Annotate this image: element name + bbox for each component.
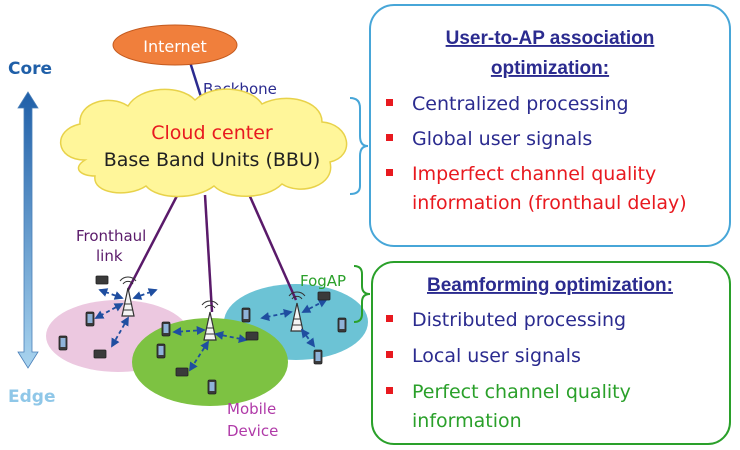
mobile-device-label-line2: Device	[227, 422, 278, 440]
internet-node: Internet	[112, 24, 238, 66]
panel-bottom-bullet-0-line-0: Distributed processing	[412, 309, 626, 331]
panel-top-bullet-marker-1	[386, 134, 393, 141]
panel-bottom-bullet-marker-2	[386, 387, 393, 394]
panel-beamforming: Beamforming optimization: Distributed pr…	[371, 261, 731, 445]
fronthaul-links	[126, 189, 298, 313]
panel-bottom-bullet-1-line-0: Local user signals	[412, 345, 581, 367]
panel-top-bullet-0-line-0: Centralized processing	[412, 93, 629, 115]
brace-top	[349, 97, 369, 195]
internet-label: Internet	[143, 37, 207, 56]
panel-bottom-bullet-marker-1	[386, 351, 393, 358]
mobile-device-label-line1: Mobile	[227, 400, 276, 418]
panel-top-title-line1: User-to-AP association	[446, 28, 655, 49]
panel-top-bullet-marker-2	[386, 169, 393, 176]
fronthaul-label-line2: link	[96, 247, 123, 265]
fogap-tower-2	[201, 300, 219, 341]
panel-top-bullet-1-line-0: Global user signals	[412, 128, 592, 150]
fogap-tower-3	[288, 291, 306, 332]
core-label: Core	[8, 59, 52, 79]
panel-top-bullet-2-line-1: information (fronthaul delay)	[412, 192, 687, 214]
panel-bottom-bullet-2-line-0: Perfect channel quality	[412, 381, 631, 403]
panel-bottom-title: Beamforming optimization:	[427, 275, 673, 296]
brace-bottom	[353, 265, 371, 323]
fronthaul-label-line1: Fronthaul	[76, 227, 146, 245]
edge-label: Edge	[8, 387, 55, 407]
cloud-line1: Cloud center	[151, 122, 273, 144]
fogap-tower-1	[119, 276, 137, 317]
fogap-label: FogAP	[300, 272, 346, 290]
backbone-link	[188, 61, 204, 101]
wireless-links	[94, 288, 328, 372]
panel-top-bullet-2-line-0: Imperfect channel quality	[412, 163, 656, 185]
panel-top-bullet-marker-0	[386, 99, 393, 106]
panel-bottom-bullet-2-line-1: information	[412, 410, 522, 432]
cloud-line2: Base Band Units (BBU)	[104, 149, 321, 171]
panel-bottom-bullet-marker-0	[386, 315, 393, 322]
cloud-center: Cloud center Base Band Units (BBU)	[60, 88, 348, 198]
core-edge-axis: Core Edge	[8, 59, 55, 407]
panel-association: User-to-AP association optimization: Cen…	[369, 4, 731, 247]
panel-top-title-line2: optimization:	[491, 58, 609, 79]
